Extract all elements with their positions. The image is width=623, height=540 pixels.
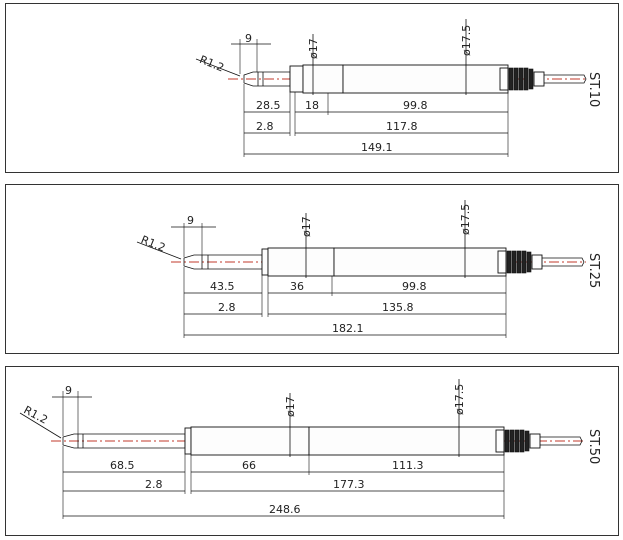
body-length-label: 117.8 bbox=[386, 120, 418, 133]
drawing-panel-st10: R1.2 9 ø17 ø17.5 28.5 18 99.8 2.8 117.8 … bbox=[5, 3, 619, 173]
drawing-panel-st25: R1.2 9 ø17 ø17.5 43.5 36 99.8 2.8 135.8 … bbox=[5, 184, 619, 354]
large-diameter-label: ø17.5 bbox=[459, 204, 472, 235]
small-diameter-label: ø17 bbox=[300, 216, 313, 237]
stroke-length-label: 68.5 bbox=[110, 459, 135, 472]
tip-length-label: 9 bbox=[245, 32, 252, 45]
segment1-length-label: 18 bbox=[305, 99, 319, 112]
radius-label: R1.2 bbox=[198, 53, 226, 74]
drawing-st50: R1.2 9 ø17 ø17.5 68.5 66 111.3 2.8 177.3… bbox=[19, 379, 601, 519]
small-diameter-label: ø17 bbox=[307, 38, 320, 59]
gap-length-label: 2.8 bbox=[145, 478, 163, 491]
tip-length-label: 9 bbox=[187, 214, 194, 227]
model-label: ST.10 bbox=[586, 72, 601, 107]
segment2-length-label: 99.8 bbox=[403, 99, 428, 112]
radius-label: R1.2 bbox=[139, 233, 167, 254]
total-length-label: 182.1 bbox=[332, 322, 364, 335]
drawing-st10: R1.2 9 ø17 ø17.5 28.5 18 99.8 2.8 117.8 … bbox=[195, 19, 601, 157]
segment2-length-label: 99.8 bbox=[402, 280, 427, 293]
total-length-label: 149.1 bbox=[361, 141, 393, 154]
segment1-length-label: 66 bbox=[242, 459, 256, 472]
segment2-length-label: 111.3 bbox=[392, 459, 424, 472]
drawing-st25: R1.2 9 ø17 ø17.5 43.5 36 99.8 2.8 135.8 … bbox=[136, 200, 601, 338]
total-length-label: 248.6 bbox=[269, 503, 301, 516]
body-length-label: 135.8 bbox=[382, 301, 414, 314]
tip-length-label: 9 bbox=[65, 384, 72, 397]
segment1-length-label: 36 bbox=[290, 280, 304, 293]
gap-length-label: 2.8 bbox=[218, 301, 236, 314]
small-diameter-label: ø17 bbox=[284, 396, 297, 417]
gap-length-label: 2.8 bbox=[256, 120, 274, 133]
model-label: ST.25 bbox=[586, 253, 601, 288]
radius-label: R1.2 bbox=[22, 403, 50, 426]
body-length-label: 177.3 bbox=[333, 478, 365, 491]
stroke-length-label: 43.5 bbox=[210, 280, 235, 293]
large-diameter-label: ø17.5 bbox=[460, 25, 473, 56]
stroke-length-label: 28.5 bbox=[256, 99, 281, 112]
drawing-panel-st50: R1.2 9 ø17 ø17.5 68.5 66 111.3 2.8 177.3… bbox=[5, 366, 619, 536]
large-diameter-label: ø17.5 bbox=[453, 384, 466, 415]
model-label: ST.50 bbox=[586, 429, 601, 464]
